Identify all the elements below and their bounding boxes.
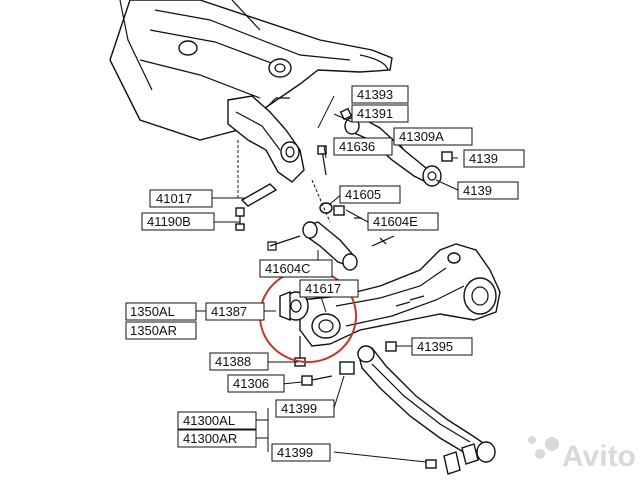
part-label-41604e: 41604E <box>367 212 439 231</box>
svg-text:41306: 41306 <box>233 376 269 391</box>
part-label-41300ar: 41300AR <box>177 429 257 448</box>
svg-text:Avito: Avito <box>562 440 636 473</box>
part-label-4139-upper: 4139 <box>463 149 525 168</box>
svg-text:41017: 41017 <box>156 191 192 206</box>
part-label-41399-lower: 41399 <box>271 443 331 462</box>
part-labels: 41393 41391 41309A 41636 4139 41605 4139 <box>125 85 525 462</box>
svg-text:41309A: 41309A <box>399 129 444 144</box>
svg-text:41617: 41617 <box>305 281 341 296</box>
lower-arm-drawing <box>357 345 496 475</box>
svg-text:41604E: 41604E <box>373 214 418 229</box>
svg-text:1350AL: 1350AL <box>130 304 175 319</box>
part-label-41017: 41017 <box>149 189 213 208</box>
svg-text:41300AL: 41300AL <box>183 413 235 428</box>
svg-text:41393: 41393 <box>357 87 393 102</box>
svg-text:41399: 41399 <box>277 445 313 460</box>
part-label-41190b: 41190B <box>141 212 215 231</box>
part-label-41387: 41387 <box>205 302 265 321</box>
part-label-41391: 41391 <box>351 104 409 123</box>
part-label-41388: 41388 <box>209 352 269 371</box>
svg-text:4139: 4139 <box>469 151 498 166</box>
part-label-41393: 41393 <box>351 85 409 104</box>
svg-text:41605: 41605 <box>345 187 381 202</box>
part-label-41306: 41306 <box>227 374 285 393</box>
part-label-4139-lower: 4139 <box>457 181 519 200</box>
hardware-drawing <box>235 107 453 469</box>
toe-link-drawing <box>267 221 395 271</box>
svg-text:41391: 41391 <box>357 106 393 121</box>
subframe-drawing <box>109 0 393 183</box>
svg-text:1350AR: 1350AR <box>130 323 177 338</box>
part-label-41605: 41605 <box>339 185 401 204</box>
svg-text:41387: 41387 <box>211 304 247 319</box>
svg-text:41388: 41388 <box>215 354 251 369</box>
part-label-1350al: 1350AL <box>125 302 197 321</box>
part-label-41604c: 41604C <box>259 259 333 278</box>
part-label-41395: 41395 <box>411 337 473 356</box>
svg-text:41399: 41399 <box>281 401 317 416</box>
part-label-41300al: 41300AL <box>177 411 257 430</box>
part-label-1350ar: 1350AR <box>125 321 197 340</box>
part-label-41309a: 41309A <box>393 127 473 146</box>
svg-text:41395: 41395 <box>417 339 453 354</box>
svg-text:41636: 41636 <box>339 139 375 154</box>
part-label-41617: 41617 <box>299 279 359 298</box>
svg-text:4139: 4139 <box>463 183 492 198</box>
svg-text:41190B: 41190B <box>147 214 191 229</box>
part-label-41636: 41636 <box>333 137 393 156</box>
avito-watermark: Avito <box>528 436 636 473</box>
part-label-41399-upper: 41399 <box>275 399 335 418</box>
trailing-arm-drawing <box>299 243 501 347</box>
svg-text:41300AR: 41300AR <box>183 431 237 446</box>
svg-text:41604C: 41604C <box>265 261 311 276</box>
